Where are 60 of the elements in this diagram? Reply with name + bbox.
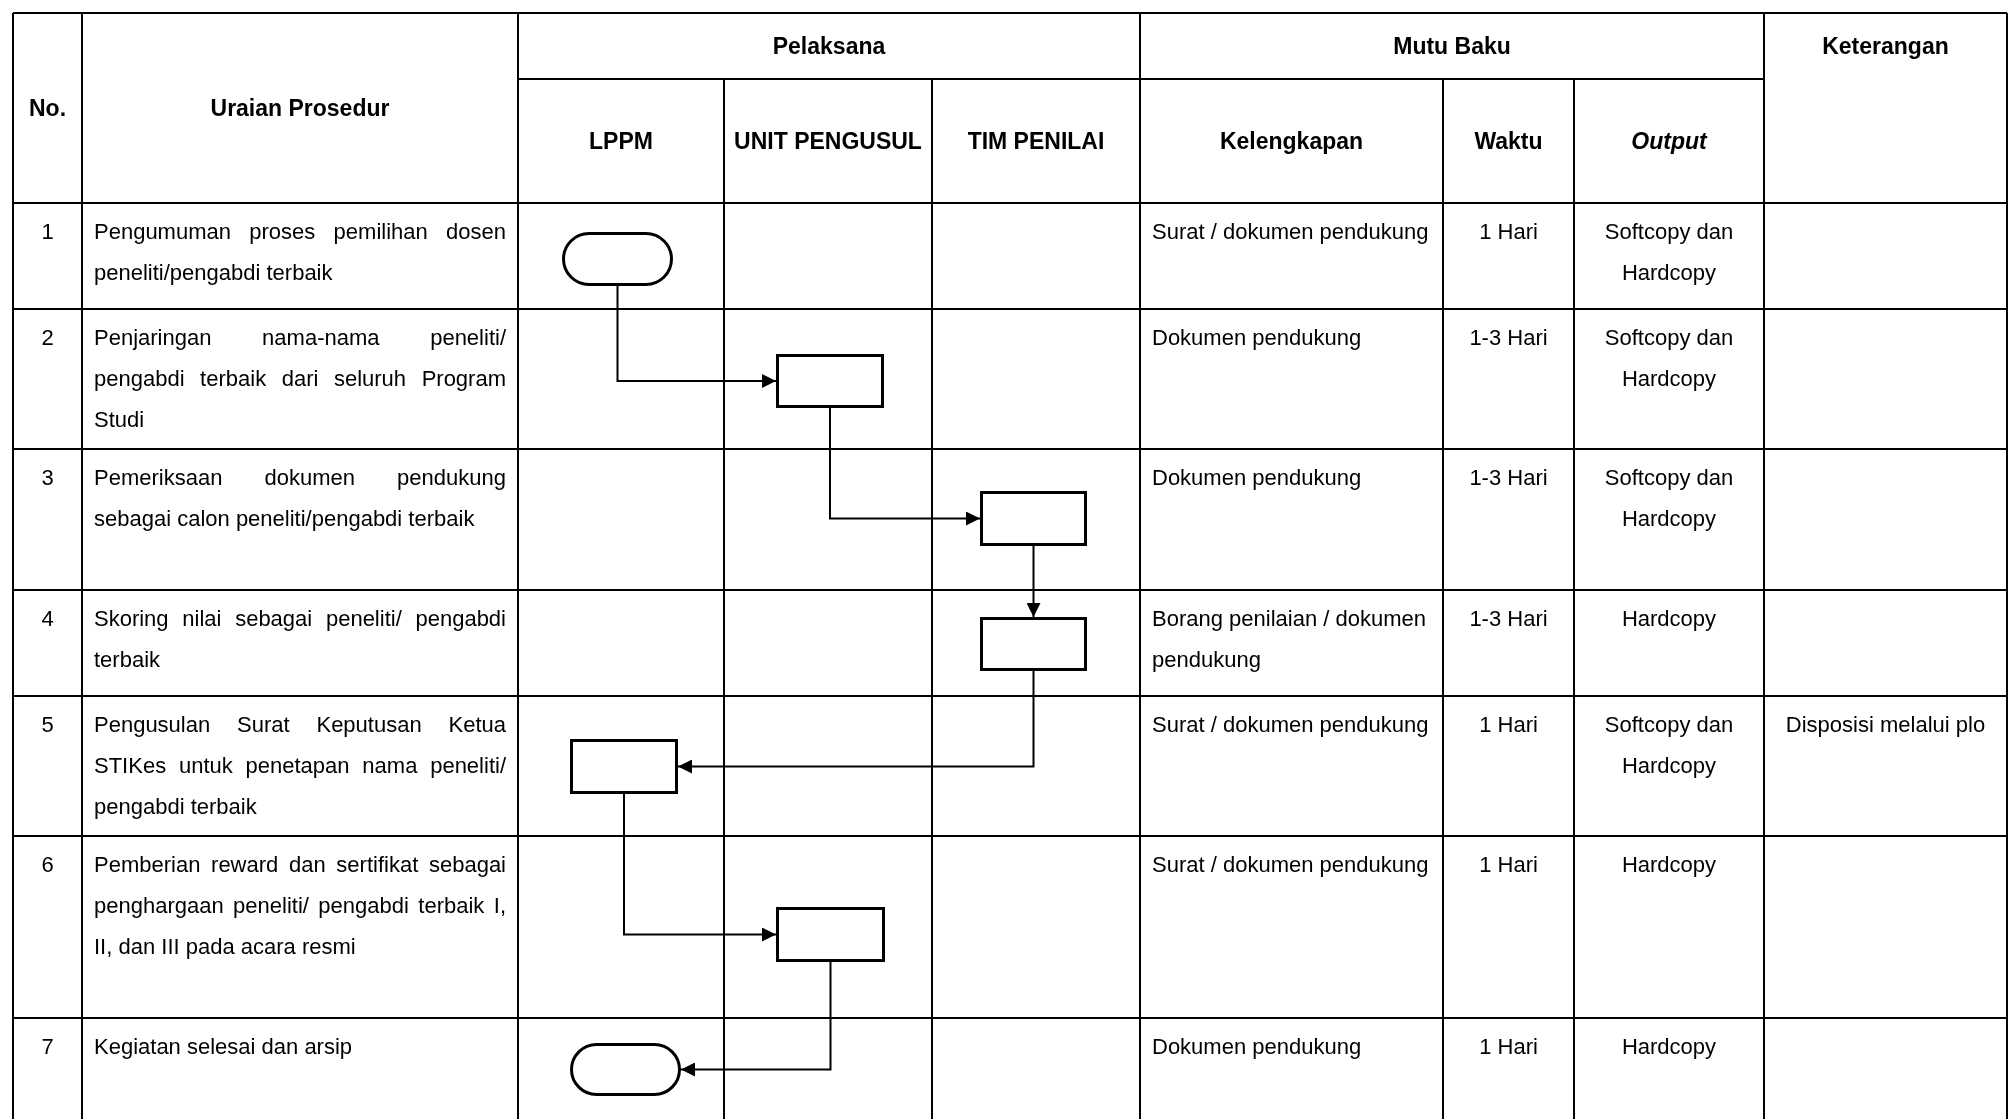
terminal-shape bbox=[570, 1043, 681, 1096]
table-text: Dokumen pendukung bbox=[1152, 464, 1363, 492]
procedure-text: Kegiatan selesai dan arsip bbox=[94, 1033, 354, 1061]
flow-arrow bbox=[616, 285, 777, 388]
procedure-text: Pemeriksaan dokumen pendukung sebagai calon peneliti/pengabdi terbaik bbox=[94, 464, 506, 533]
column-header: Mutu Baku bbox=[1393, 32, 1511, 61]
flow-arrow bbox=[677, 670, 1035, 774]
table-text: 1-3 Hari bbox=[1468, 324, 1549, 352]
table-text: Surat / dokumen pendukung bbox=[1152, 711, 1430, 739]
table-text: Surat / dokumen pendukung bbox=[1152, 218, 1430, 246]
table-text: 1 Hari bbox=[1478, 851, 1539, 879]
process-box bbox=[980, 491, 1087, 546]
table-text: 7 bbox=[40, 1033, 55, 1061]
procedure-text: Penjaringan nama-nama peneliti/ pengabdi terbaik dari seluruh Program Studi bbox=[94, 324, 506, 434]
column-header: UNIT PENGUSUL bbox=[734, 127, 922, 156]
flow-arrow bbox=[829, 407, 981, 526]
column-header: Keterangan bbox=[1822, 32, 1949, 61]
flow-arrow bbox=[623, 793, 777, 942]
table-text: 4 bbox=[40, 605, 55, 633]
table-text: Softcopy dan Hardcopy bbox=[1603, 464, 1735, 533]
table-text: Borang penilaian / dokumen pendukung bbox=[1152, 605, 1427, 674]
table-text: Softcopy dan Hardcopy bbox=[1603, 711, 1735, 780]
table-text: Softcopy dan Hardcopy bbox=[1603, 218, 1735, 287]
table-text: Disposisi melalui plo bbox=[1784, 711, 1987, 739]
table-text: 1-3 Hari bbox=[1468, 464, 1549, 492]
table-text: Surat / dokumen pendukung bbox=[1152, 851, 1430, 879]
process-box bbox=[570, 739, 678, 794]
table-text: Dokumen pendukung bbox=[1152, 1033, 1363, 1061]
column-header: Waktu bbox=[1474, 127, 1543, 156]
table-text: Hardcopy bbox=[1620, 851, 1718, 879]
flow-arrow bbox=[1026, 545, 1041, 618]
column-header: Kelengkapan bbox=[1219, 127, 1364, 156]
table-text: 3 bbox=[40, 464, 55, 492]
column-header: Pelaksana bbox=[772, 32, 886, 61]
column-header: TIM PENILAI bbox=[967, 127, 1105, 156]
procedure-text: Pengumuman proses pemilihan dosen peneliti/pengabdi terbaik bbox=[94, 218, 506, 287]
column-header: LPPM bbox=[589, 127, 653, 156]
table-text: 6 bbox=[40, 851, 55, 879]
table-text: 1 Hari bbox=[1478, 1033, 1539, 1061]
table-text: 1 Hari bbox=[1478, 218, 1539, 246]
flow-arrow bbox=[680, 961, 832, 1077]
table-text: 1-3 Hari bbox=[1468, 605, 1549, 633]
table-text: Hardcopy bbox=[1620, 605, 1718, 633]
procedure-text: Pemberian reward dan sertifikat sebagai penghargaan peneliti/ pengabdi terbaik I, II, dan III pada acara resmi bbox=[94, 851, 506, 961]
process-box bbox=[776, 907, 885, 962]
column-header: Uraian Prosedur bbox=[210, 94, 390, 123]
table-text: Dokumen pendukung bbox=[1152, 324, 1363, 352]
procedure-text: Pengusulan Surat Keputusan Ketua STIKes untuk penetapan nama peneliti/ pengabdi terbaik bbox=[94, 711, 506, 821]
table-text: 2 bbox=[40, 324, 55, 352]
table-text: 1 bbox=[40, 218, 55, 246]
column-header: No. bbox=[28, 94, 67, 123]
column-header: Output bbox=[1631, 127, 1707, 156]
table-text: 5 bbox=[40, 711, 55, 739]
procedure-text: Skoring nilai sebagai peneliti/ pengabdi terbaik bbox=[94, 605, 506, 674]
table-text: Hardcopy bbox=[1620, 1033, 1718, 1061]
process-box bbox=[980, 617, 1087, 671]
table-text: Softcopy dan Hardcopy bbox=[1603, 324, 1735, 393]
table-text: 1 Hari bbox=[1478, 711, 1539, 739]
process-box bbox=[776, 354, 884, 408]
terminal-shape bbox=[562, 232, 673, 286]
